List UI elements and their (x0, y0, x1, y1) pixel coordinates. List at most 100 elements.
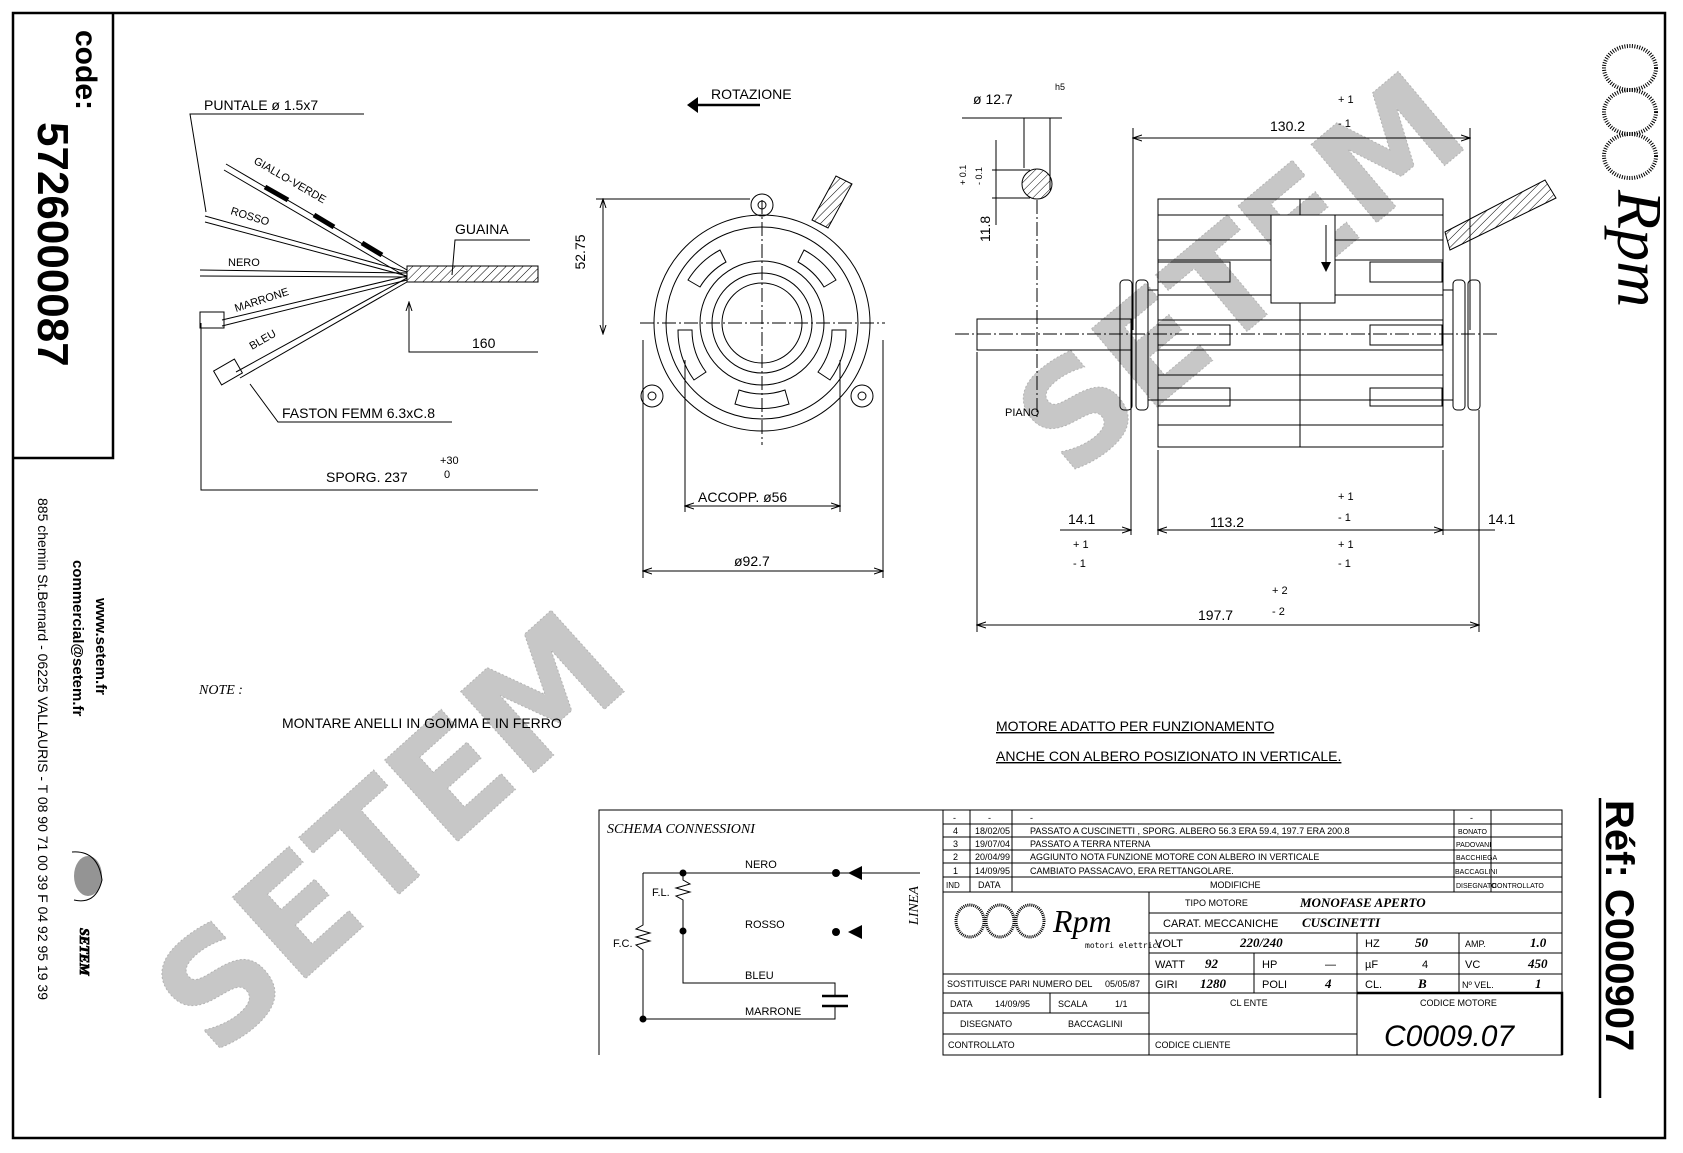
poles-value: 4 (1324, 976, 1332, 991)
rev-date: 20/04/99 (975, 852, 1010, 862)
schema-blue: BLEU (745, 970, 774, 982)
rev-changes: PASSATO A TERRA NTERNA (1030, 839, 1150, 849)
speeds-value: 1 (1535, 976, 1542, 991)
setem-logo-text: SETEM (76, 928, 91, 976)
yellow-green-stripes (263, 184, 384, 258)
replaces-label: SOSTITUISCE PARI NUMERO DEL (947, 979, 1092, 989)
replaces-date: 05/05/87 (1105, 979, 1140, 989)
class-value: B (1417, 976, 1427, 991)
stator-tol2-plus: + 1 (1338, 539, 1354, 551)
rev-drawn: BACCHIEGA (1456, 855, 1498, 862)
flat-label: PIANO (1005, 407, 1040, 419)
vc-label: VC (1465, 959, 1480, 971)
rpm-value: 1280 (1200, 976, 1227, 991)
website-link[interactable]: www.setem.fr (92, 597, 109, 695)
rev-date: 14/09/95 (975, 866, 1010, 876)
wire-label-red: ROSSO (229, 205, 271, 228)
hp-label: HP (1262, 959, 1277, 971)
rpm-logo-icon (1602, 44, 1658, 180)
code-label: code: (69, 30, 102, 110)
sheet-border (11, 11, 1667, 1140)
title-logo-brand: Rpm (1052, 903, 1112, 939)
mech-value: CUSCINETTI (1302, 915, 1381, 930)
notes-title: NOTE : (198, 683, 243, 698)
overall-tol-minus: - 2 (1272, 606, 1285, 618)
rotation-label: ROTAZIONE (711, 86, 792, 102)
diameter-dim: ø92.7 (734, 553, 770, 569)
company-address: 885 chemin St.Bernard - 06225 VALLAURIS … (35, 498, 51, 1000)
rev-drawn: BACCAGLINI (1455, 869, 1497, 876)
capacitor-icon (822, 994, 848, 1008)
checked-label: CONTROLLATO (948, 1040, 1015, 1050)
rotation-arrow-icon (687, 97, 698, 113)
wire-label-yellow-green: GIALLO-VERDE (252, 155, 328, 206)
rev-header-ind: IND (946, 881, 960, 890)
notes: NOTE : MONTARE ANELLI IN GOMMA E IN FERR… (198, 683, 1341, 764)
wire-label-blue: BLEU (248, 328, 279, 353)
rpm-label: GIRI (1155, 979, 1178, 991)
sheath-label: GUAINA (455, 221, 509, 237)
note-rings: MONTARE ANELLI IN GOMMA E IN FERRO (282, 715, 562, 731)
wiring-diagram: PUNTALE ø 1.5x7 GUAINA GIALLO-VERDE ROSS… (189, 97, 539, 491)
stator-length-dim: 113.2 (1210, 514, 1244, 530)
email-link[interactable]: commercial@setem.fr (69, 560, 86, 717)
hp-value: — (1325, 959, 1336, 971)
client-code-label: CODICE CLIENTE (1155, 1040, 1231, 1050)
vc-value: 450 (1527, 956, 1548, 971)
speeds-label: Nº VEL. (1462, 980, 1494, 990)
cable-gland (811, 175, 853, 229)
rev-blank-date: - (988, 813, 991, 823)
class-label: CL. (1365, 979, 1382, 991)
note-vertical-2: ANCHE CON ALBERO POSIZIONATO IN VERTICAL… (996, 748, 1341, 764)
rev-header-changes: MODIFICHE (1210, 880, 1261, 890)
hz-label: HZ (1365, 938, 1380, 950)
motor-front-view: ROTAZIONE 52.75 ACCOPP. ø56 ø92.7 (572, 86, 885, 578)
sidebar: code: 5726000087 www.setem.fr commercial… (13, 13, 115, 1000)
schema-red: ROSSO (745, 919, 785, 931)
watermark-setem-left: SETEM (123, 580, 659, 1087)
overall-length-dim: 197.7 (1198, 607, 1233, 623)
body-tol-plus: + 1 (1338, 94, 1354, 106)
tip-label: PUNTALE ø 1.5x7 (204, 97, 318, 113)
rpm-brand: Rpm (1604, 189, 1675, 307)
revision-table: - - - - 4 18/02/05 PASSATO A CUSCINETTI … (942, 809, 1563, 1056)
stator-tol2-minus: - 1 (1338, 558, 1351, 570)
rev-header-date: DATA (978, 880, 1001, 890)
cable-sheath (406, 265, 539, 283)
schema-line: LINEA (907, 886, 922, 926)
motor-type: MONOFASE APERTO (1299, 895, 1426, 910)
right-panel: Rpm Réf: C000907 (1597, 44, 1675, 1098)
left-extension-dim: 14.1 (1068, 511, 1095, 527)
schema-title: SCHEMA CONNESSIONI (607, 822, 756, 837)
mounting-lug (640, 384, 664, 408)
rev-ind: 1 (953, 866, 958, 876)
mech-label: CARAT. MECCANICHE (1163, 918, 1278, 930)
schema-black: NERO (745, 859, 777, 871)
motor-side-view: ø 12.7 h5 11.8 + 0.1 - 0.1 130.2 + 1 - 1 (955, 82, 1557, 632)
coupling-dim: ACCOPP. ø56 (698, 489, 787, 505)
rev-changes: CAMBIATO PASSACAVO, ERA RETTANGOLARE. (1030, 866, 1234, 876)
terminal-arrow-icon (848, 866, 862, 880)
schema-brown: MARRONE (745, 1006, 801, 1018)
motor-code: C0009.07 (1384, 1020, 1515, 1053)
product-code: 5726000087 (28, 122, 77, 367)
mounting-lug (750, 193, 774, 217)
title-logo-sub: motori elettrici (1085, 941, 1162, 950)
rev-date: 19/07/04 (975, 839, 1010, 849)
rev-date: 18/02/05 (975, 826, 1010, 836)
motor-code-label: CODICE MOTORE (1420, 998, 1497, 1008)
wires (199, 163, 408, 379)
scale-label: SCALA (1058, 999, 1088, 1009)
volt-value: 220/240 (1239, 935, 1283, 950)
body-length-dim: 130.2 (1270, 118, 1305, 134)
protrusion-tol-plus: +30 (440, 455, 459, 467)
flat-dim: 11.8 (977, 216, 993, 242)
flat-tol-plus: + 0.1 (958, 165, 968, 185)
drawn-value: BACCAGLINI (1068, 1019, 1123, 1029)
code-box (13, 13, 115, 460)
protrusion-dim: SPORG. 237 (326, 469, 408, 485)
watermark-setem-right: SETEM (987, 42, 1495, 506)
date-label: DATA (950, 999, 973, 1009)
uf-value: 4 (1422, 959, 1428, 971)
